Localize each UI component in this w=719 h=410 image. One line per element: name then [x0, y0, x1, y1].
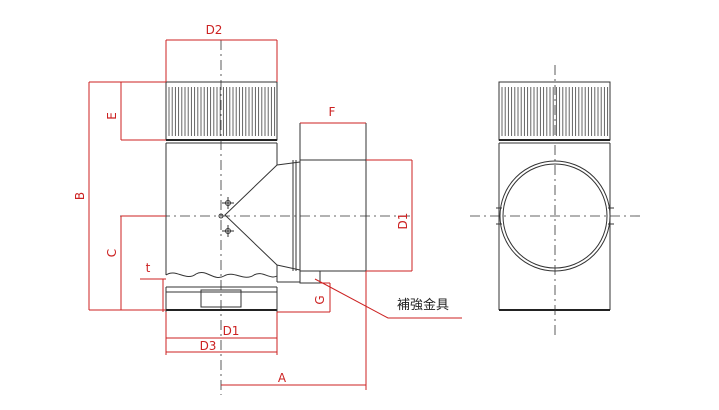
rivet-3: [218, 213, 224, 219]
dim-D1-side-label: D1: [396, 213, 410, 230]
reinforcement-leader: [314, 278, 462, 319]
dim-A-label: A: [278, 371, 287, 385]
dim-D2-label: D2: [206, 23, 223, 37]
branch-seam: [224, 164, 278, 266]
dim-t-label: t: [146, 261, 151, 275]
front-view: [120, 40, 410, 395]
dim-F-label: F: [329, 105, 336, 119]
dim-D1-bottom-label: D1: [223, 324, 240, 338]
collar-ribs-side: [501, 87, 609, 136]
break-line: [165, 272, 278, 278]
collar-ribs-front: [168, 87, 276, 136]
side-branch: [299, 159, 367, 272]
rivet-marks: [218, 197, 234, 237]
branch-seam-top: [276, 161, 301, 166]
top-ribbed-collar: [165, 81, 278, 141]
side-view: [470, 65, 640, 335]
dim-B-label: B: [73, 192, 87, 200]
reinforcement-label: 補強金具: [397, 297, 449, 313]
dim-C-label: C: [105, 249, 119, 257]
dim-G-label: G: [313, 295, 327, 304]
reinforcement-bracket: [299, 270, 321, 284]
dim-D3-label: D3: [200, 339, 217, 353]
dim-E-label: E: [105, 112, 119, 120]
branch-seam-bottom: [276, 264, 301, 271]
dimensions: D2 F E B C D1 t G D1: [73, 23, 462, 390]
side-collar: [498, 81, 611, 141]
